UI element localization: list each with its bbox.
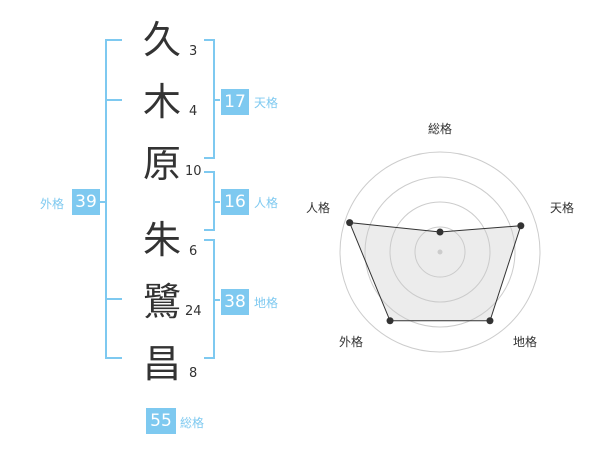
radar-point-4	[386, 317, 394, 325]
radar-center	[437, 249, 443, 255]
tenkaku-value: 17	[221, 89, 249, 115]
soukaku-value: 55	[146, 408, 176, 434]
name-char-2: 木	[142, 80, 181, 124]
jinkaku-label: 人格	[254, 196, 279, 210]
radar-ring-2	[389, 201, 491, 303]
tenkaku-label: 天格	[254, 96, 279, 110]
name-char-3: 原	[142, 142, 181, 186]
stroke-count-5: 24	[185, 304, 202, 319]
name-char-4: 朱	[142, 218, 181, 262]
radar-ring-1	[414, 226, 466, 278]
radar-label-chikaku: 地格	[512, 335, 537, 349]
jinkaku-value: 16	[221, 189, 249, 215]
gaikaku-value: 39	[72, 189, 100, 215]
radar-label-tenkaku: 天格	[549, 201, 574, 215]
radar-point-3	[486, 317, 494, 325]
radar-label-soukaku: 総格	[427, 122, 452, 136]
name-char-5: 鷺	[142, 280, 181, 324]
soukaku-label: 総格	[180, 416, 205, 430]
radar-polygon	[348, 222, 522, 322]
chikaku-label: 地格	[254, 296, 279, 310]
name-char-6: 昌	[142, 342, 181, 386]
stroke-count-2: 4	[189, 104, 198, 119]
radar-point-1	[436, 228, 444, 236]
stroke-count-6: 8	[189, 366, 198, 381]
radar-label-jinkaku: 人格	[305, 201, 330, 215]
stroke-count-4: 6	[189, 244, 198, 259]
stroke-count-3: 10	[185, 164, 202, 179]
gaikaku-label: 外格	[40, 197, 65, 211]
radar-point-2	[517, 222, 525, 230]
stroke-count-1: 3	[189, 44, 198, 59]
radar-ring-4	[339, 151, 541, 353]
name-char-1: 久	[142, 18, 181, 62]
chikaku-value: 38	[221, 289, 249, 315]
radar-point-5	[346, 219, 354, 227]
radar-ring-3	[364, 176, 516, 328]
gaikaku-bracket	[105, 39, 122, 359]
radar-label-gaikaku: 外格	[338, 335, 363, 349]
